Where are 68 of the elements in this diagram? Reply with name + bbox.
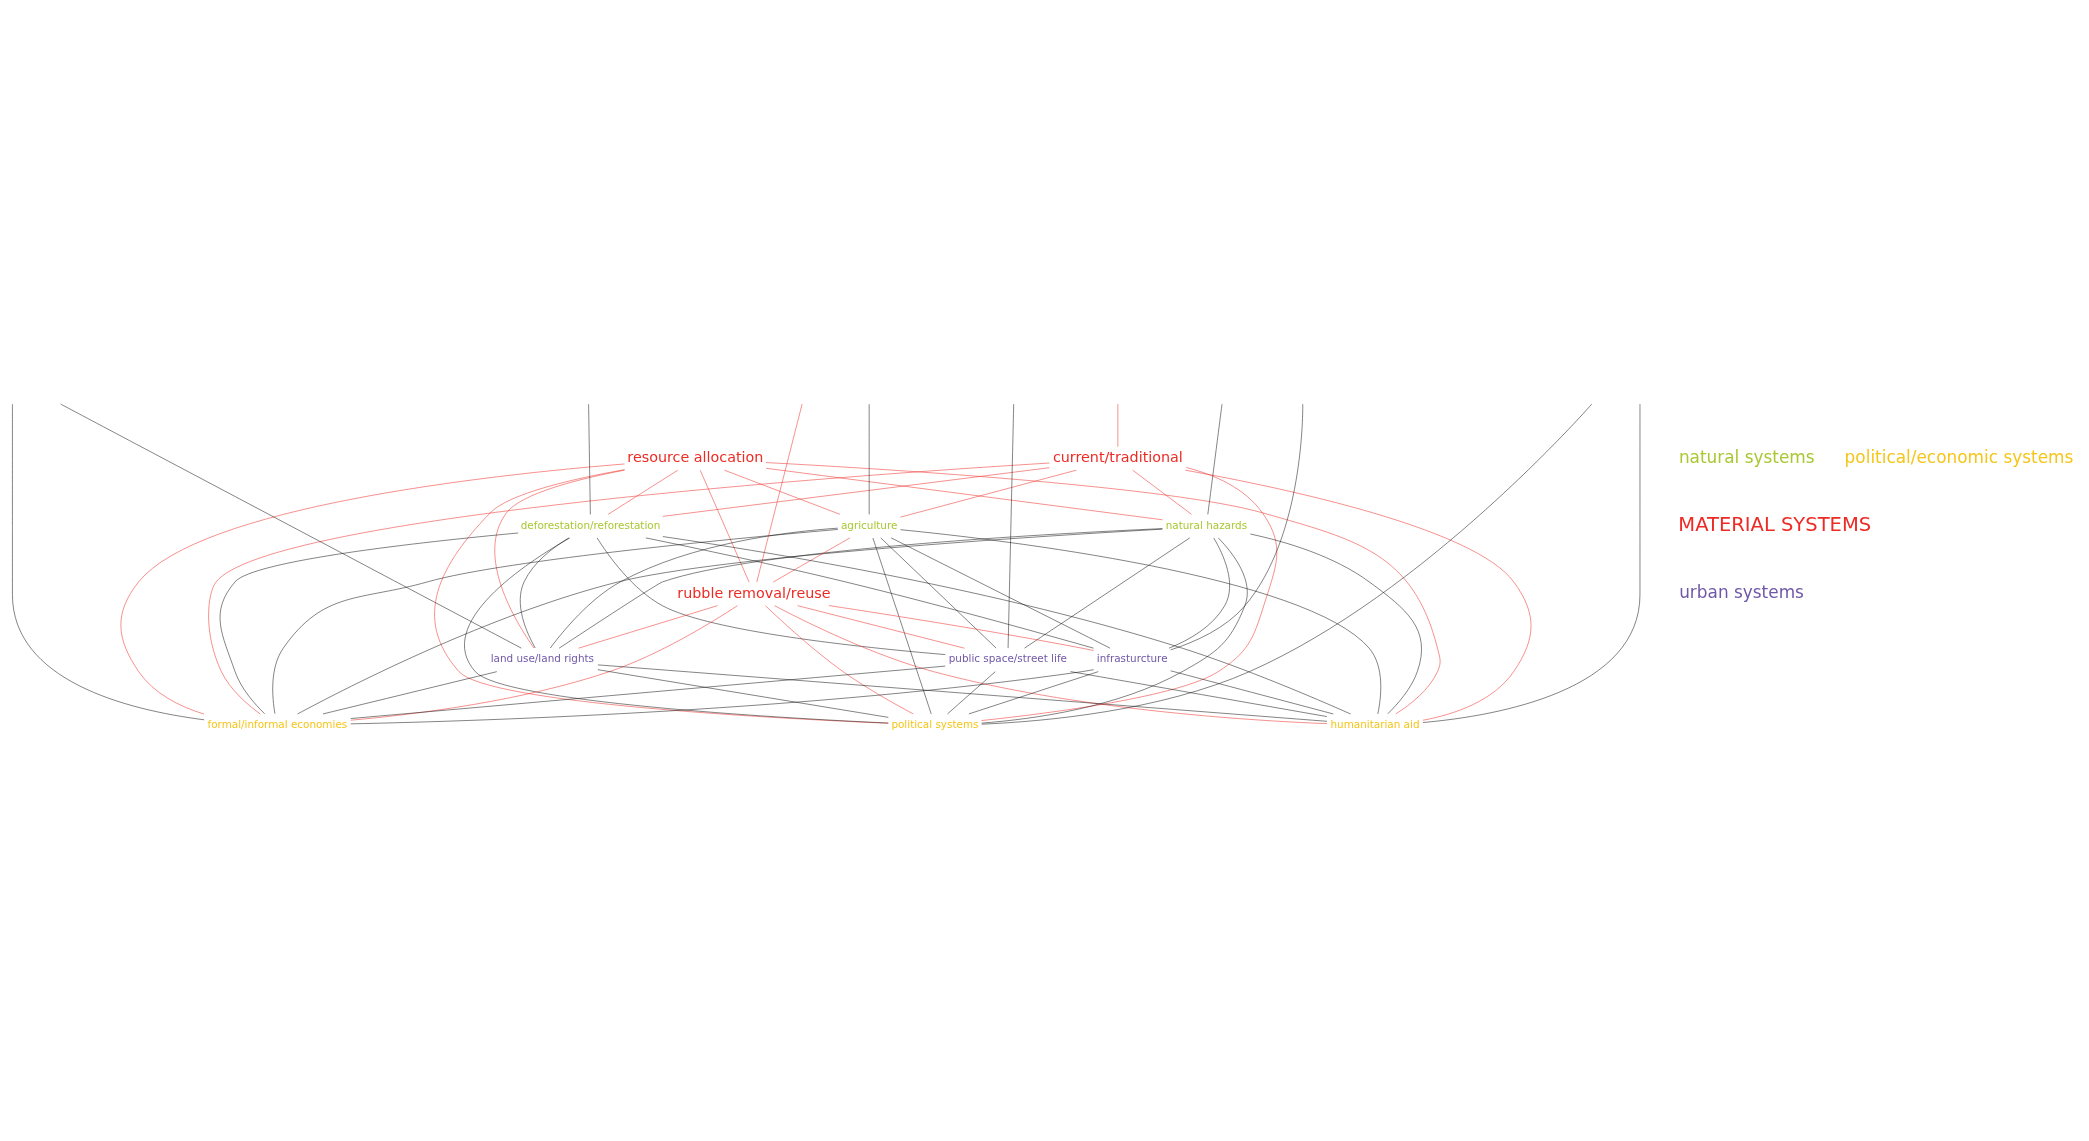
node-text: agriculture	[840, 518, 898, 531]
label: urban systems	[1679, 581, 1804, 602]
connector	[464, 537, 889, 724]
label: MATERIAL SYSTEMS	[1678, 513, 1872, 537]
connector	[607, 469, 679, 515]
connector	[578, 605, 718, 649]
connector	[322, 671, 498, 715]
connector	[947, 671, 996, 715]
node-text: natural hazards	[1165, 518, 1248, 531]
connector	[890, 537, 1111, 649]
connector	[350, 669, 1094, 725]
connector	[900, 529, 1382, 715]
connector	[872, 537, 932, 715]
connector	[773, 537, 851, 583]
connector	[550, 527, 839, 649]
connector	[434, 469, 889, 724]
connector	[120, 463, 625, 715]
connector	[968, 671, 1099, 715]
connector	[1250, 533, 1422, 714]
connector	[1170, 403, 1303, 651]
connector	[350, 605, 738, 721]
connector	[797, 605, 965, 649]
connector	[596, 537, 946, 655]
connector	[662, 536, 1351, 715]
connector	[1070, 671, 1328, 717]
node-text: political systems	[891, 718, 979, 731]
label: political/economic systems	[1844, 446, 2074, 467]
node-text: resource allocation	[627, 449, 764, 466]
node-text: formal/informal economies	[207, 718, 348, 731]
connector	[981, 537, 1248, 724]
connector	[756, 403, 803, 583]
connector	[1132, 469, 1192, 515]
node-text: deforestation/reforestation	[520, 518, 661, 531]
connector	[900, 469, 1077, 518]
connector	[597, 664, 1328, 722]
connector	[774, 605, 1328, 724]
connector	[350, 665, 946, 719]
node-text: rubble removal/reuse	[677, 584, 831, 601]
connector	[724, 469, 841, 515]
connector	[662, 467, 1050, 517]
connector	[765, 468, 1163, 521]
node-text: infrasturcture	[1096, 652, 1168, 665]
connector	[1170, 670, 1334, 715]
connector	[828, 605, 1094, 651]
node-text: current/traditional	[1052, 449, 1183, 466]
node-text: land use/land rights	[490, 652, 595, 665]
connector	[700, 470, 750, 583]
connector	[558, 528, 1163, 649]
node-text: humanitarian aid	[1330, 718, 1420, 731]
connector	[219, 532, 519, 714]
label: natural systems	[1678, 446, 1815, 467]
connector	[1024, 537, 1191, 649]
connector	[272, 529, 839, 714]
connector	[494, 469, 625, 649]
connector	[597, 669, 889, 718]
connector	[208, 462, 1050, 715]
connector	[1185, 469, 1532, 721]
node-text: public space/street life	[948, 652, 1067, 665]
connector	[297, 528, 1163, 715]
connector	[60, 403, 522, 649]
connector	[765, 462, 1441, 715]
connector	[519, 537, 570, 649]
connector	[981, 467, 1278, 721]
connector	[645, 537, 1094, 649]
connector	[880, 537, 997, 649]
connector	[765, 605, 914, 715]
connector	[981, 403, 1593, 725]
connector	[1007, 403, 1014, 649]
